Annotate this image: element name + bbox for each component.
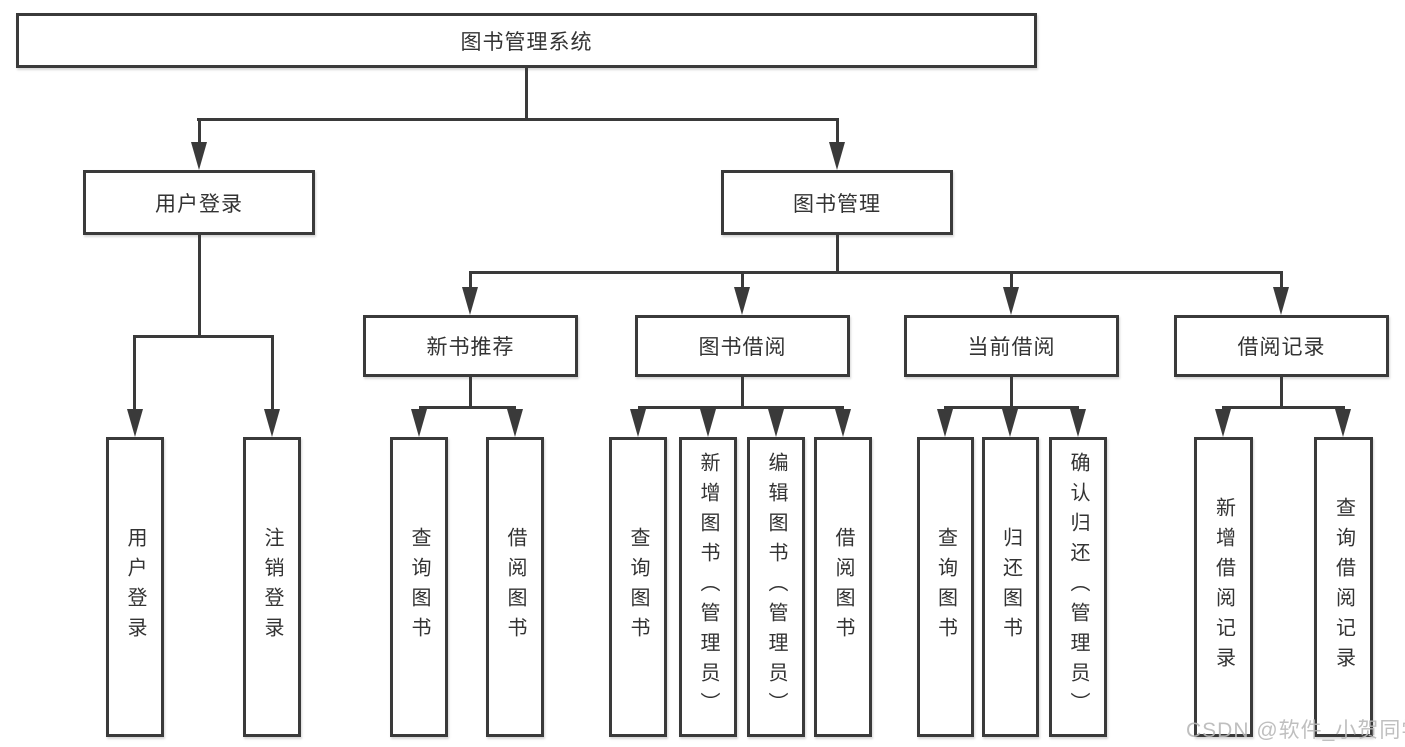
arrowhead-icon: [768, 409, 784, 437]
arrowhead-icon: [1002, 409, 1018, 437]
leaf-bb-edit-books-admin: 编辑图书（管理员）: [747, 437, 805, 737]
leaf-br-query-record: 查询借阅记录: [1314, 437, 1373, 737]
node-book-borrowing: 图书借阅: [635, 315, 850, 377]
leaf-bb-query-books: 查询图书: [609, 437, 667, 737]
leaf-bb-borrow-books: 借阅图书: [814, 437, 872, 737]
connector-line: [836, 235, 839, 274]
connector-line: [525, 68, 528, 121]
connector-line: [741, 271, 744, 289]
arrowhead-icon: [462, 287, 478, 315]
connector-line: [271, 335, 274, 411]
leaf-rec-query-books: 查询图书: [390, 437, 448, 737]
arrowhead-icon: [507, 409, 523, 437]
connector-line: [133, 335, 136, 411]
node-book-management: 图书管理: [721, 170, 953, 235]
arrowhead-icon: [1003, 287, 1019, 315]
arrowhead-icon: [700, 409, 716, 437]
arrowhead-icon: [1335, 409, 1351, 437]
arrowhead-icon: [191, 142, 207, 170]
leaf-cb-confirm-return-admin: 确认归还（管理员）: [1049, 437, 1107, 737]
leaf-cb-query-books: 查询图书: [917, 437, 974, 737]
connector-line: [469, 377, 472, 409]
connector-line: [741, 377, 744, 409]
connector-line: [1010, 271, 1013, 289]
arrowhead-icon: [1070, 409, 1086, 437]
leaf-cb-return-books: 归还图书: [982, 437, 1039, 737]
arrowhead-icon: [734, 287, 750, 315]
connector-line: [1280, 271, 1283, 289]
connector-line: [419, 406, 516, 409]
arrowhead-icon: [630, 409, 646, 437]
connector-line: [198, 118, 201, 146]
connector-line: [638, 406, 844, 409]
connector-line: [944, 406, 1079, 409]
arrowhead-icon: [937, 409, 953, 437]
node-borrowing-records: 借阅记录: [1174, 315, 1389, 377]
leaf-bb-add-books-admin: 新增图书（管理员）: [679, 437, 737, 737]
node-book-management-system: 图书管理系统: [16, 13, 1037, 68]
node-new-book-recommend: 新书推荐: [363, 315, 578, 377]
arrowhead-icon: [127, 409, 143, 437]
connector-line: [134, 335, 273, 338]
connector-line: [1222, 406, 1345, 409]
connector-line: [836, 118, 839, 146]
leaf-user-login: 用户登录: [106, 437, 164, 737]
arrowhead-icon: [411, 409, 427, 437]
connector-line: [198, 235, 201, 338]
node-current-borrowing: 当前借阅: [904, 315, 1119, 377]
arrowhead-icon: [1215, 409, 1231, 437]
leaf-rec-borrow-books: 借阅图书: [486, 437, 544, 737]
connector-line: [469, 271, 472, 289]
csdn-watermark: CSDN @软件_小贺同学: [1186, 719, 1405, 742]
leaf-br-add-record: 新增借阅记录: [1194, 437, 1253, 737]
connector-line: [1280, 377, 1283, 409]
connector-line: [197, 118, 839, 121]
arrowhead-icon: [264, 409, 280, 437]
connector-line: [470, 271, 1283, 274]
arrowhead-icon: [835, 409, 851, 437]
arrowhead-icon: [1273, 287, 1289, 315]
arrowhead-icon: [829, 142, 845, 170]
node-user-login: 用户登录: [83, 170, 315, 235]
leaf-logout: 注销登录: [243, 437, 301, 737]
connector-line: [1010, 377, 1013, 409]
